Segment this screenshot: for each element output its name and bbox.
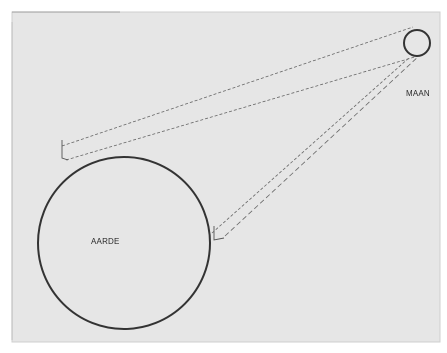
earth-circle: [37, 156, 211, 330]
diagram-panel: [11, 11, 441, 343]
tangent-line-upper-outer: [61, 26, 414, 147]
right-angle-mark-lower: [213, 226, 225, 241]
tangent-line-lower-outer: [211, 56, 411, 234]
tangent-line-lower-inner: [224, 54, 421, 237]
moon-circle: [403, 29, 431, 57]
moon-label: MAAN: [406, 89, 430, 98]
earth-label: AARDE: [91, 237, 120, 246]
tangent-line-upper-inner: [65, 55, 419, 161]
right-angle-mark-upper: [61, 140, 69, 161]
